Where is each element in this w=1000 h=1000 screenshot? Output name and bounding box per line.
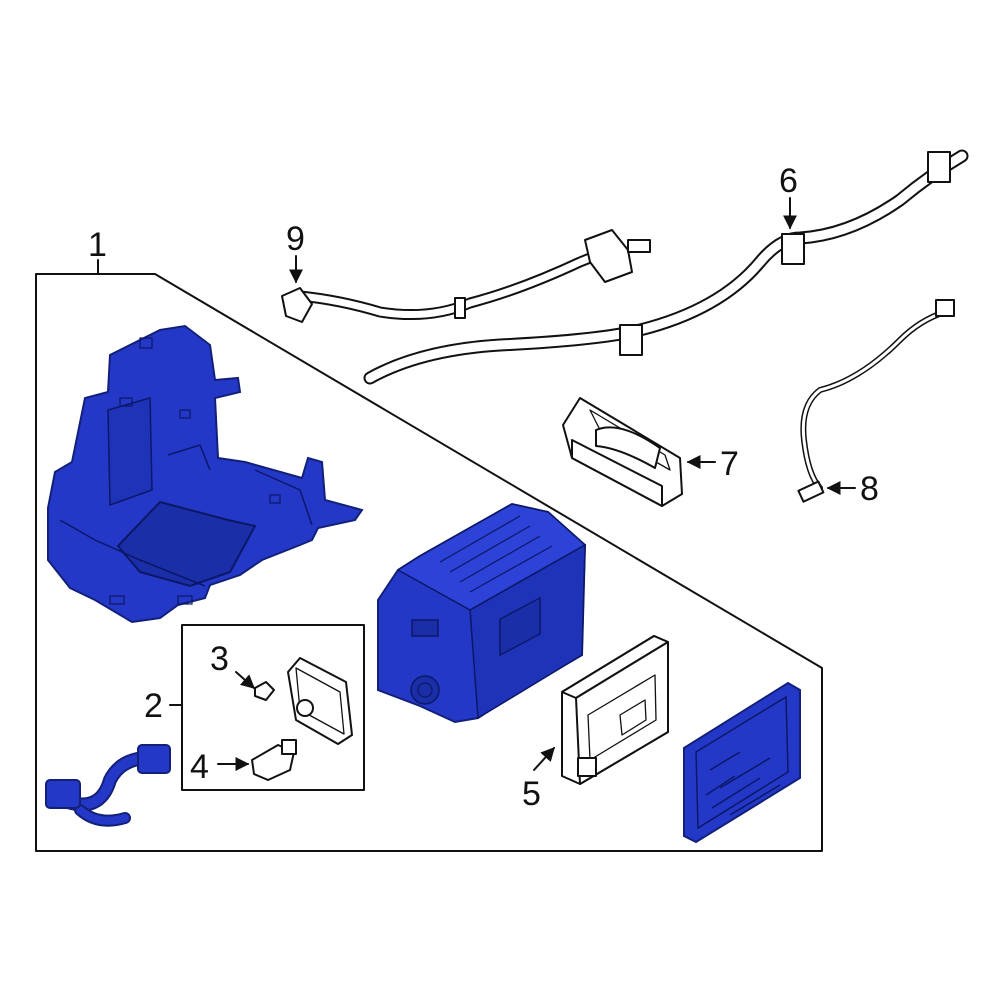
connector[interactable]	[251, 739, 297, 781]
battery-control-unit[interactable]	[561, 635, 669, 785]
callout-5-arrow	[533, 746, 555, 771]
callout-7: 7	[720, 445, 739, 483]
subgroup-box	[181, 624, 365, 791]
vent-hose[interactable]	[363, 149, 969, 385]
callout-5: 5	[522, 775, 541, 813]
bolt[interactable]	[254, 681, 275, 701]
battery-cable[interactable]	[45, 744, 171, 827]
callout-2: 2	[144, 687, 163, 725]
battery-cover[interactable]	[683, 681, 801, 844]
callout-1: 1	[88, 226, 107, 264]
callout-3: 3	[210, 640, 229, 678]
battery[interactable]	[377, 502, 587, 724]
control-module[interactable]	[562, 397, 683, 507]
sensor-wire[interactable]	[797, 299, 955, 503]
callout-3-arrow	[235, 671, 256, 689]
sensor-unit[interactable]	[287, 657, 353, 745]
callout-6: 6	[779, 162, 798, 200]
callout-8: 8	[860, 470, 879, 508]
battery-tray[interactable]	[47, 324, 364, 624]
callout-4: 4	[190, 748, 209, 786]
assembly-outline	[35, 273, 823, 852]
drain-tube[interactable]	[281, 229, 651, 323]
callout-9: 9	[286, 220, 305, 258]
